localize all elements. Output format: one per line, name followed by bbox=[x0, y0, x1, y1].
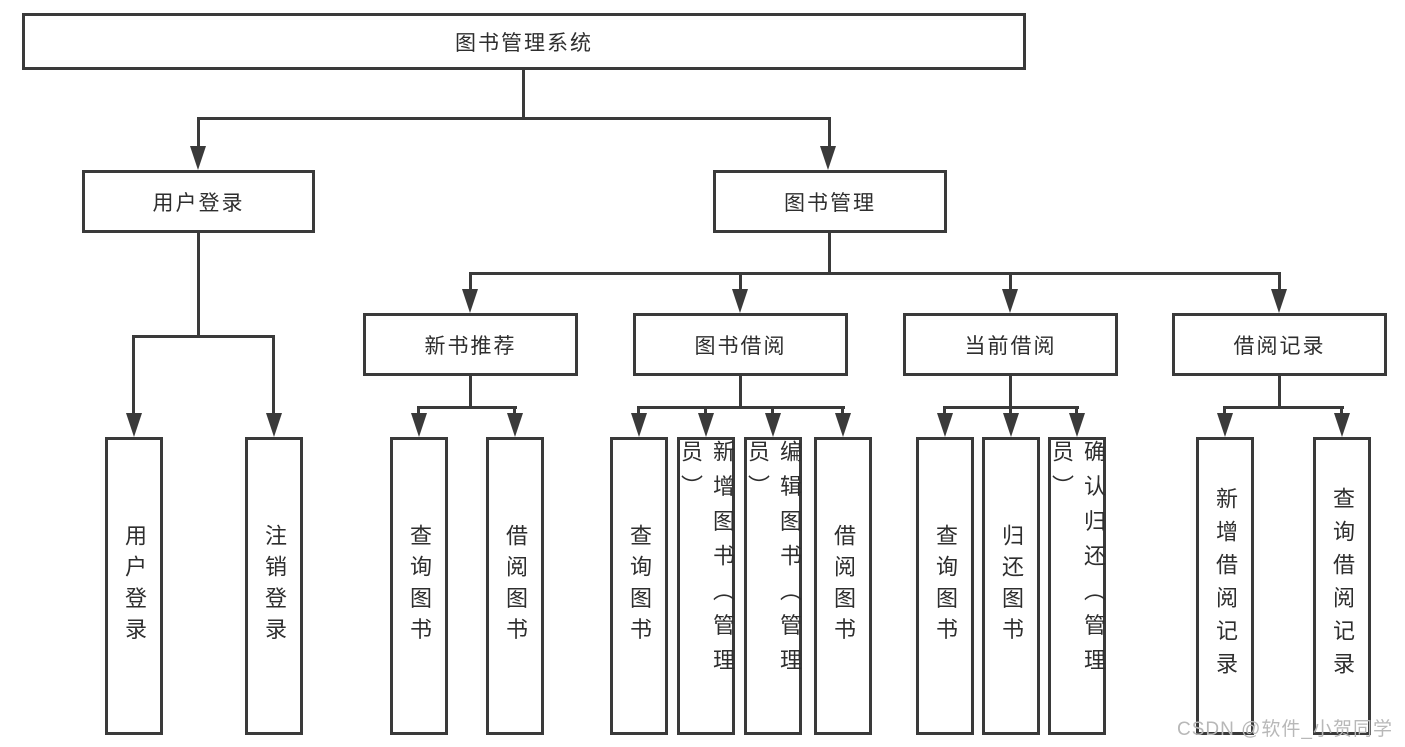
connector-stem bbox=[1223, 406, 1226, 416]
connector-stem-book-management bbox=[828, 117, 831, 149]
node-leaf-add-book-admin: 新增图书（管理员） bbox=[677, 437, 735, 735]
connector-stem-borrow-record bbox=[1278, 272, 1281, 292]
node-current-borrow: 当前借阅 bbox=[903, 313, 1118, 376]
connector-book-management-trunk bbox=[828, 233, 831, 274]
connector-borrow-record-trunk bbox=[1278, 376, 1281, 408]
node-borrow-record: 借阅记录 bbox=[1172, 313, 1387, 376]
connector-stem bbox=[1075, 406, 1078, 416]
node-new-book-recommend: 新书推荐 bbox=[363, 313, 578, 376]
connector-stem bbox=[943, 406, 946, 416]
connector-borrow-record-branch bbox=[1223, 406, 1344, 409]
arrow-down-icon bbox=[765, 413, 781, 437]
node-leaf-edit-book-admin: 编辑图书（管理员） bbox=[744, 437, 802, 735]
connector-new-book-trunk bbox=[469, 376, 472, 408]
connector-stem bbox=[1009, 406, 1012, 416]
arrow-down-icon bbox=[937, 413, 953, 437]
arrow-down-icon bbox=[462, 289, 478, 313]
connector-stem bbox=[704, 406, 707, 416]
connector-stem bbox=[771, 406, 774, 416]
arrow-down-icon bbox=[820, 146, 836, 170]
connector-stem bbox=[1340, 406, 1343, 416]
node-root: 图书管理系统 bbox=[22, 13, 1026, 70]
node-leaf-return-book: 归还图书 bbox=[982, 437, 1040, 735]
arrow-down-icon bbox=[266, 413, 282, 437]
arrow-down-icon bbox=[507, 413, 523, 437]
connector-stem-new-book bbox=[469, 272, 472, 292]
connector-root-trunk bbox=[522, 70, 525, 120]
arrow-down-icon bbox=[631, 413, 647, 437]
connector-l3-branch bbox=[469, 272, 1281, 275]
connector-book-borrow-branch bbox=[637, 406, 845, 409]
node-leaf-add-borrow-record: 新增借阅记录 bbox=[1196, 437, 1254, 735]
arrow-down-icon bbox=[1003, 413, 1019, 437]
node-leaf-confirm-return-admin: 确认归还（管理员） bbox=[1048, 437, 1106, 735]
connector-current-borrow-trunk bbox=[1009, 376, 1012, 408]
arrow-down-icon bbox=[835, 413, 851, 437]
connector-stem-leaf-user-login bbox=[132, 335, 135, 415]
connector-stem-current-borrow bbox=[1009, 272, 1012, 292]
node-leaf-borrow-book-recommend: 借阅图书 bbox=[486, 437, 544, 735]
node-leaf-borrow-book: 借阅图书 bbox=[814, 437, 872, 735]
arrow-down-icon bbox=[1217, 413, 1233, 437]
arrow-down-icon bbox=[1271, 289, 1287, 313]
node-book-management: 图书管理 bbox=[713, 170, 947, 233]
arrow-down-icon bbox=[1002, 289, 1018, 313]
node-leaf-logout: 注销登录 bbox=[245, 437, 303, 735]
connector-new-book-branch bbox=[417, 406, 517, 409]
arrow-down-icon bbox=[698, 413, 714, 437]
watermark: CSDN @软件_小贺同学 bbox=[1177, 719, 1393, 740]
arrow-down-icon bbox=[1069, 413, 1085, 437]
connector-stem-book-borrow bbox=[739, 272, 742, 292]
arrow-down-icon bbox=[1334, 413, 1350, 437]
node-book-borrow: 图书借阅 bbox=[633, 313, 848, 376]
connector-stem bbox=[417, 406, 420, 416]
connector-stem-user-login bbox=[197, 117, 200, 149]
node-leaf-query-book-recommend: 查询图书 bbox=[390, 437, 448, 735]
node-leaf-query-book-current: 查询图书 bbox=[916, 437, 974, 735]
connector-user-login-branch bbox=[132, 335, 275, 338]
connector-stem bbox=[841, 406, 844, 416]
node-leaf-user-login: 用户登录 bbox=[105, 437, 163, 735]
arrow-down-icon bbox=[411, 413, 427, 437]
arrow-down-icon bbox=[732, 289, 748, 313]
connector-stem bbox=[637, 406, 640, 416]
node-leaf-query-book-borrow: 查询图书 bbox=[610, 437, 668, 735]
connector-book-borrow-trunk bbox=[739, 376, 742, 408]
node-leaf-query-borrow-record: 查询借阅记录 bbox=[1313, 437, 1371, 735]
connector-stem bbox=[513, 406, 516, 416]
connector-l2-branch bbox=[197, 117, 830, 120]
connector-stem-leaf-logout bbox=[272, 335, 275, 415]
arrow-down-icon bbox=[190, 146, 206, 170]
connector-user-login-trunk bbox=[197, 233, 200, 337]
node-user-login: 用户登录 bbox=[82, 170, 315, 233]
arrow-down-icon bbox=[126, 413, 142, 437]
